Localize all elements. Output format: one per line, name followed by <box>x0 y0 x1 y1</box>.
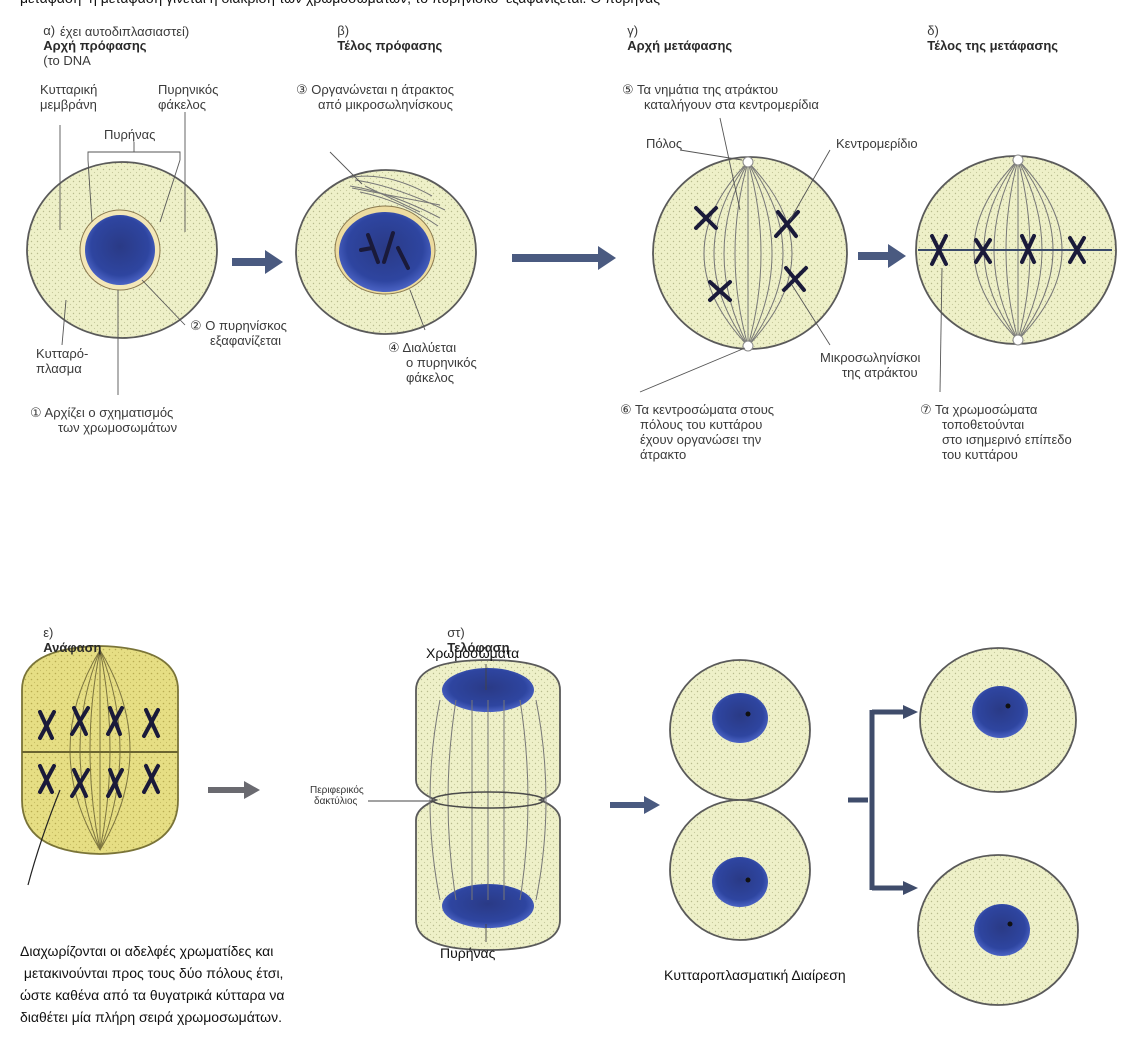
label-ring-1: Περιφερικός <box>310 785 364 796</box>
anaphase-caption-4: διαθέτει μία πλήρη σειρά χρωμοσωμάτων. <box>20 1008 282 1027</box>
stage-b-letter: β) <box>337 23 349 38</box>
arrow-icon <box>512 246 616 270</box>
label-step2-2: εξαφανίζεται <box>210 333 281 348</box>
branch-arrow-icon <box>848 710 905 890</box>
label-step6-2: πόλους του κυττάρου <box>640 417 762 432</box>
label-step2-1: ② Ο πυρηνίσκος <box>190 318 287 333</box>
label-step6-4: άτρακτο <box>640 447 686 462</box>
label-step7-1: ⑦ Τα χρωμοσώματα <box>920 402 1037 417</box>
stage-d-heading: δ) Τέλος της μετάφασης <box>920 8 1058 53</box>
label-cytokinesis: Κυτταροπλασματική Διαίρεση <box>664 966 846 985</box>
label-membrane-1: Κυτταρική <box>40 82 97 97</box>
label-cytoplasm-2: πλασμα <box>36 361 82 376</box>
label-membrane-2: μεμβράνη <box>40 97 97 112</box>
label-step4-3: φάκελος <box>406 370 454 385</box>
label-step1-2: των χρωμοσωμάτων <box>58 420 177 435</box>
stage-d-letter: δ) <box>927 23 939 38</box>
stage-c-title: Αρχή μετάφασης <box>627 38 732 53</box>
label-step7-2: τοποθετούνται <box>942 417 1024 432</box>
label-microtubules-2: της ατράκτου <box>842 365 918 380</box>
label-step4-1: ④ Διαλύεται <box>388 340 456 355</box>
stage-a-note: (το DNA <box>43 53 91 68</box>
arrow-icon <box>858 244 906 268</box>
arrow-icon <box>208 781 260 799</box>
stage-b-heading: β) Τέλος πρόφασης <box>330 8 442 53</box>
anaphase-caption-1: Διαχωρίζονται οι αδελφές χρωματίδες και <box>20 942 273 961</box>
arrow-icon <box>232 250 283 274</box>
label-step6-1: ⑥ Τα κεντροσώματα στους <box>620 402 774 417</box>
stage-e-heading: ε) Ανάφαση <box>36 610 102 655</box>
label-step3-2: από μικροσωληνίσκους <box>318 97 453 112</box>
label-step5-2: καταλήγουν στα κεντρομερίδια <box>644 97 819 112</box>
daughter-cells <box>918 648 1078 1005</box>
label-ring-2: δακτύλιος <box>314 796 357 807</box>
cell-late-prophase <box>296 152 476 334</box>
label-step7-3: στο ισημερινό επίπεδο <box>942 432 1072 447</box>
label-chromosomes: Χρωμοσώματα <box>426 644 519 663</box>
cell-early-metaphase <box>640 118 847 392</box>
label-step7-4: του κυττάρου <box>942 447 1018 462</box>
label-centromere: Κεντρομερίδιο <box>836 136 918 151</box>
cell-telophase <box>368 660 560 950</box>
stage-a-letter: α) <box>43 23 55 38</box>
arrow-icon <box>610 796 660 814</box>
label-envelope-2: φάκελος <box>158 97 206 112</box>
cytokinesis-cells <box>670 660 810 940</box>
label-microtubules-1: Μικροσωληνίσκοι <box>820 350 920 365</box>
label-step6-3: έχουν οργανώσει την <box>640 432 761 447</box>
label-step3-1: ③ Οργανώνεται η άτρακτος <box>296 82 454 97</box>
label-step1-1: ① Αρχίζει ο σχηματισμός <box>30 405 173 420</box>
stage-a-title: Αρχή πρόφασης <box>43 38 146 53</box>
cell-early-prophase <box>27 162 217 338</box>
stage-e-letter: ε) <box>43 625 53 640</box>
label-nucleus-bottom: Πυρήνας <box>440 944 495 963</box>
label-nucleus: Πυρήνας <box>104 127 155 142</box>
label-step4-2: ο πυρηνικός <box>406 355 477 370</box>
cell-late-metaphase <box>916 155 1116 392</box>
stage-c-letter: γ) <box>627 23 638 38</box>
stage-a-note-line2: έχει αυτοδιπλασιαστεί) <box>60 24 189 39</box>
label-envelope-1: Πυρηνικός <box>158 82 218 97</box>
nucleus-icon <box>85 215 155 285</box>
stage-c-heading: γ) Αρχή μετάφασης <box>620 8 732 53</box>
top-cut-text: μετάφαση η μετάφαση γίνεται η διάκριση τ… <box>20 0 1140 8</box>
stage-d-title: Τέλος της μετάφασης <box>927 38 1058 53</box>
anaphase-caption-2: μετακινούνται προς τους δύο πόλους έτσι, <box>20 964 283 983</box>
label-cytoplasm-1: Κυτταρό- <box>36 346 88 361</box>
label-pole: Πόλος <box>646 136 682 151</box>
anaphase-caption-3: ώστε καθένα από τα θυγατρικά κύτταρα να <box>20 986 285 1005</box>
stage-f-letter: στ) <box>447 625 465 640</box>
label-step5-1: ⑤ Τα νημάτια της ατράκτου <box>622 82 778 97</box>
stage-b-title: Τέλος πρόφασης <box>337 38 442 53</box>
stage-e-title: Ανάφαση <box>43 640 101 655</box>
cell-anaphase <box>22 646 178 885</box>
